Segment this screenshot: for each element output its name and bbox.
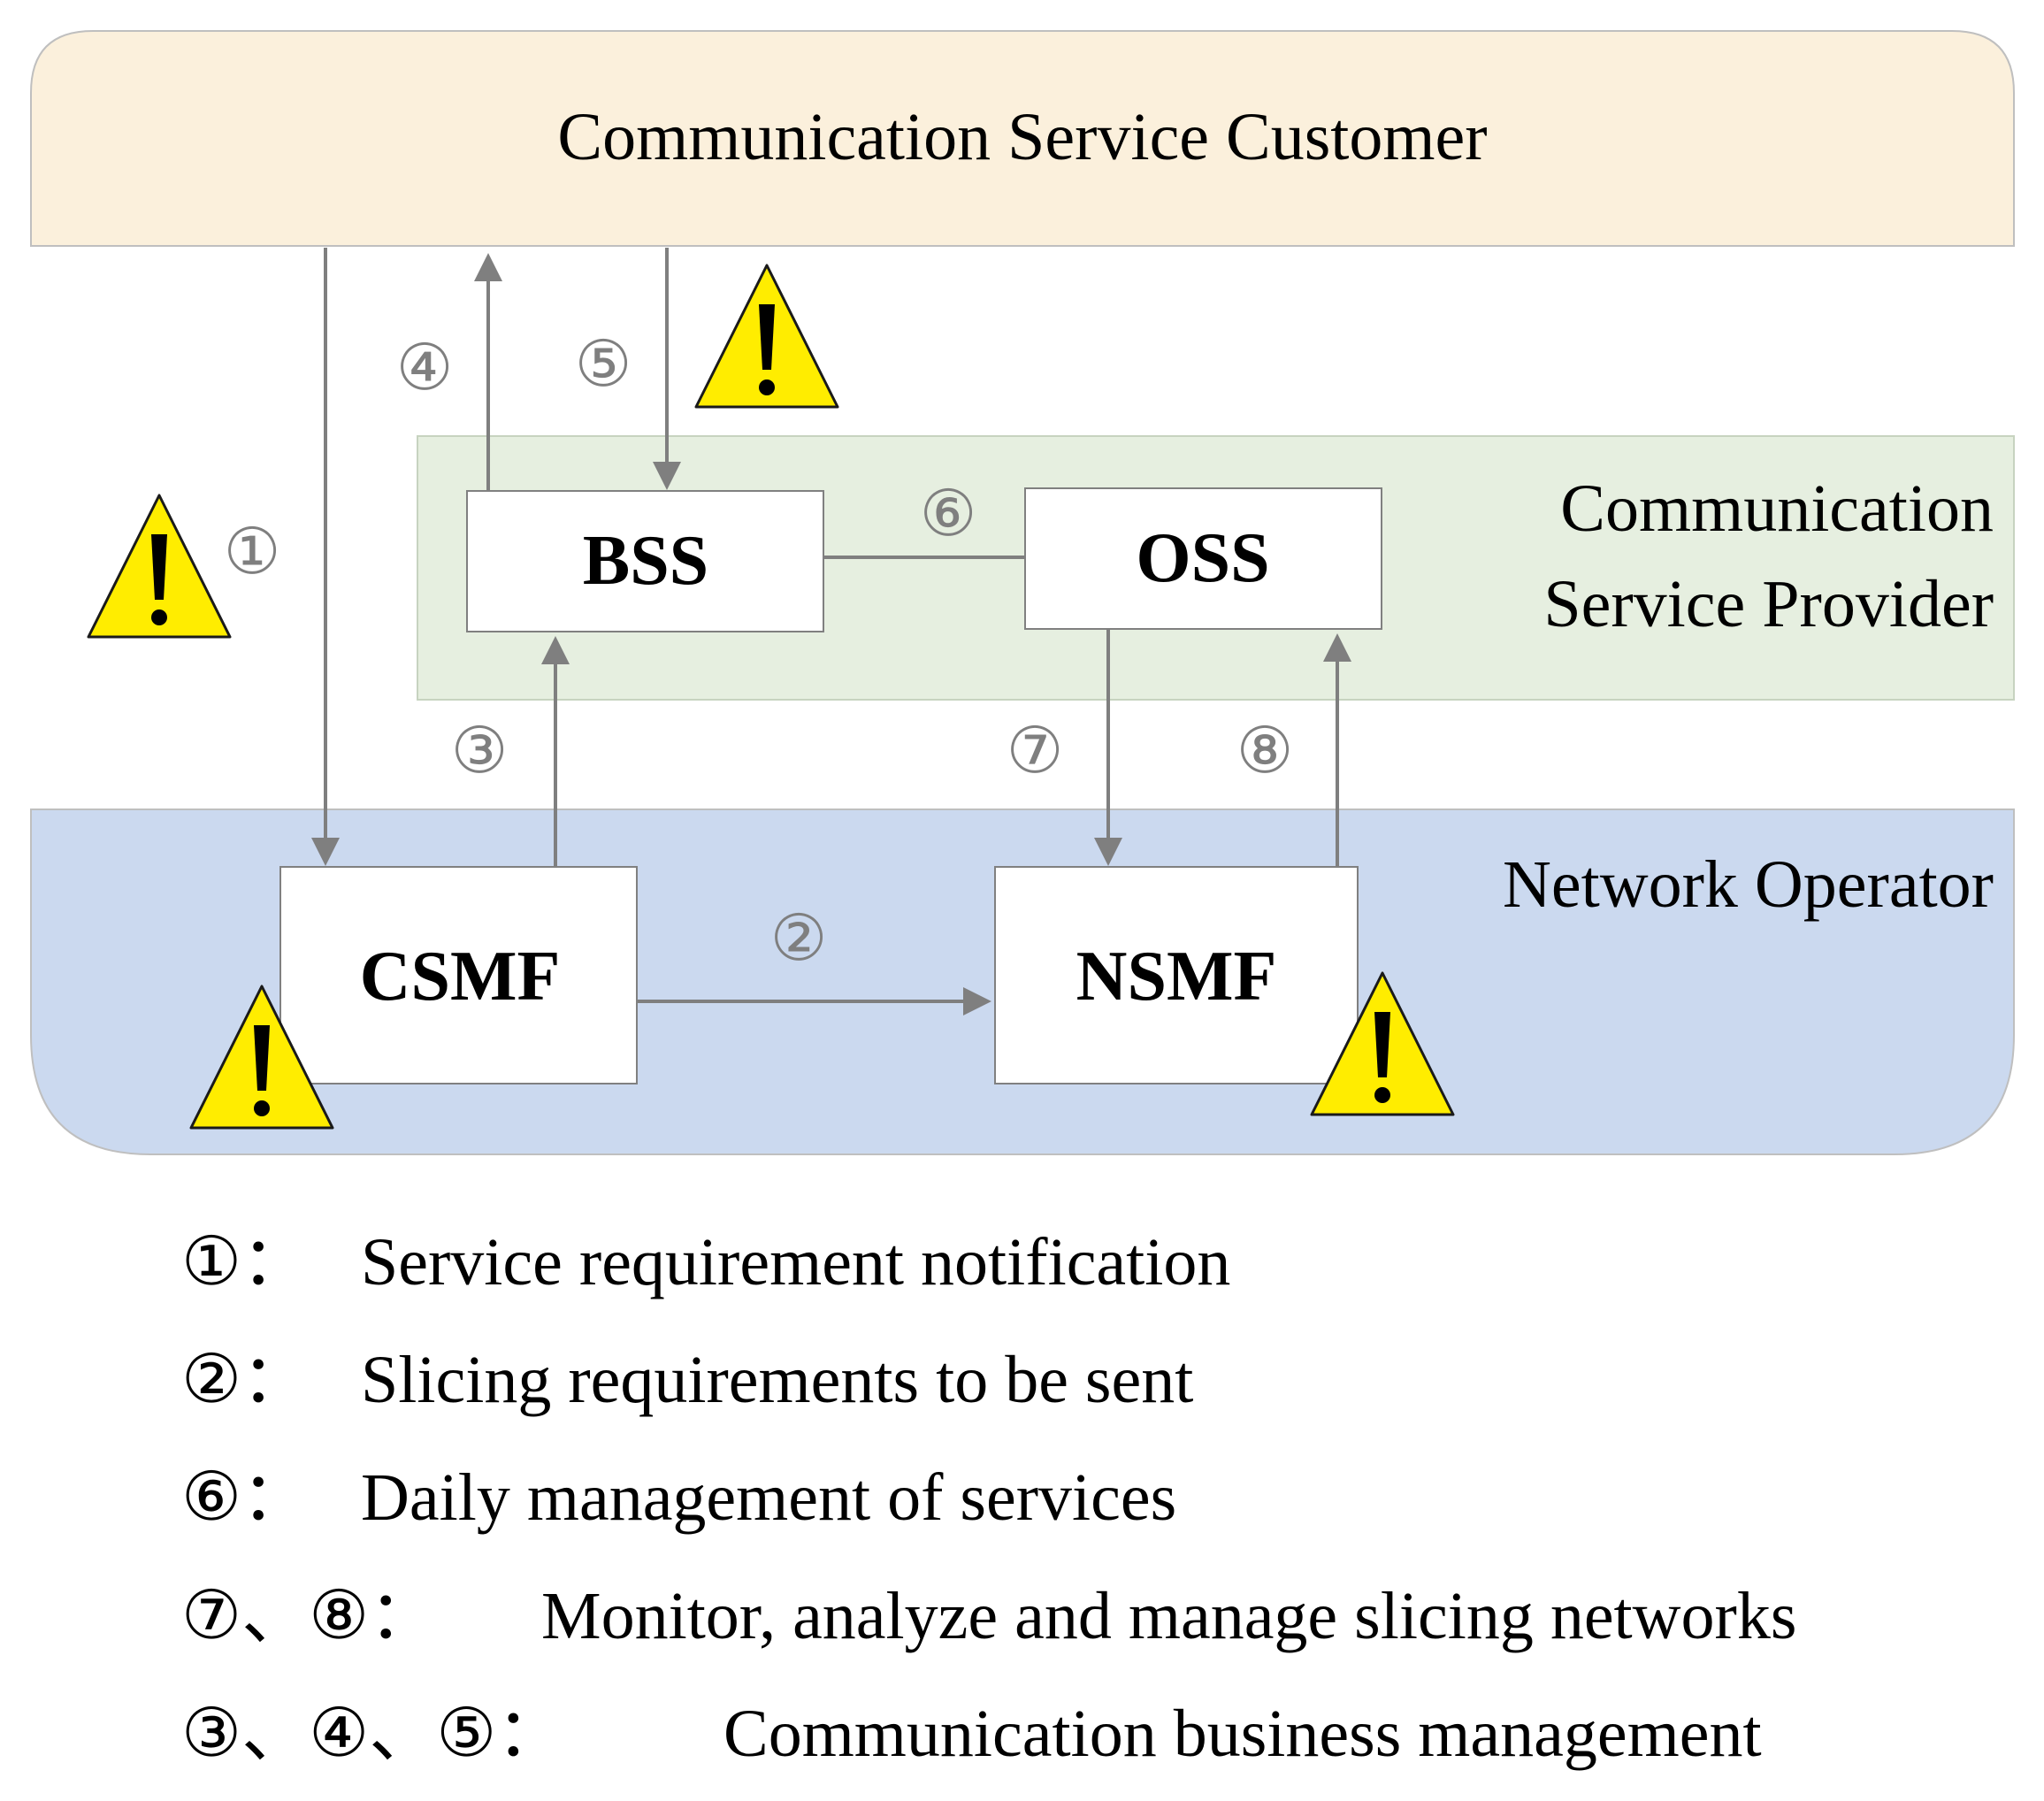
step-marker-4: ④ xyxy=(396,330,454,404)
bss-label: BSS xyxy=(583,522,708,600)
legend-text: Daily management of services xyxy=(361,1460,1176,1535)
step-marker-6: ⑥ xyxy=(920,476,977,550)
legend-item: ③、④、⑤： Communication business management xyxy=(181,1693,1762,1772)
nsmf-box[interactable]: NSMF xyxy=(994,866,1359,1084)
provider-region-label-line1: Communication xyxy=(1560,471,1994,546)
legend-keys: ③、④、⑤： xyxy=(181,1693,563,1772)
oss-label: OSS xyxy=(1136,519,1269,597)
legend-keys: ①： xyxy=(181,1222,309,1300)
legend-keys: ⑦、⑧： xyxy=(181,1575,436,1654)
legend-text: Monitor, analyze and manage slicing netw… xyxy=(541,1579,1796,1653)
warning-icon xyxy=(694,264,839,409)
step-marker-2: ② xyxy=(770,900,828,975)
legend-keys: ②： xyxy=(181,1339,309,1418)
step-marker-7: ⑦ xyxy=(1007,713,1064,787)
step-marker-3: ③ xyxy=(451,713,509,787)
warning-icon xyxy=(87,494,232,639)
step-marker-5: ⑤ xyxy=(575,326,632,401)
csmf-box[interactable]: CSMF xyxy=(279,866,638,1084)
legend-text: Slicing requirements to be sent xyxy=(361,1343,1193,1417)
customer-region: Communication Service Customer xyxy=(30,30,2015,247)
provider-region-label-line2: Service Provider xyxy=(1543,567,1994,641)
bss-box[interactable]: BSS xyxy=(466,490,824,632)
legend-item: ⑥： Daily management of services xyxy=(181,1457,1176,1536)
legend-text: Communication business management xyxy=(723,1697,1762,1771)
legend: ①： Service requirement notification ②： S… xyxy=(181,1222,1796,1772)
step-marker-8: ⑧ xyxy=(1236,713,1294,787)
legend-text: Service requirement notification xyxy=(361,1225,1230,1299)
step-marker-1: ① xyxy=(224,514,281,588)
legend-item: ①： Service requirement notification xyxy=(181,1222,1230,1300)
operator-region-label: Network Operator xyxy=(1503,847,1994,922)
oss-box[interactable]: OSS xyxy=(1024,487,1382,630)
legend-item: ②： Slicing requirements to be sent xyxy=(181,1339,1193,1418)
customer-region-label: Communication Service Customer xyxy=(557,100,1487,174)
nsmf-label: NSMF xyxy=(1076,938,1277,1015)
legend-keys: ⑥： xyxy=(181,1457,309,1536)
csmf-label: CSMF xyxy=(360,938,561,1015)
legend-item: ⑦、⑧： Monitor, analyze and manage slicing… xyxy=(181,1575,1796,1654)
